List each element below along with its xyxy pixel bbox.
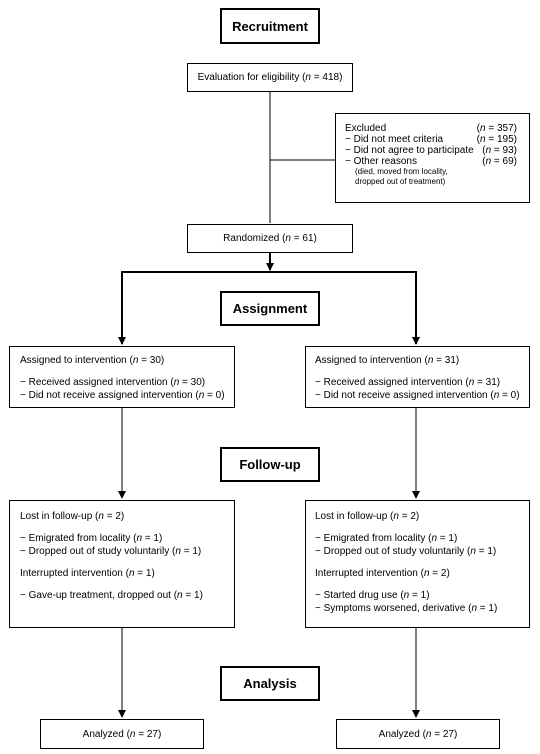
excluded-rows: Excluded(n = 357)− Did not meet criteria… (345, 123, 517, 167)
stage-analysis: Analysis (220, 666, 320, 701)
spacer (20, 523, 234, 532)
assignment-box-left: Assigned to intervention (n = 30) − Recei… (9, 346, 235, 408)
follow-left-line-0: Lost in follow-up (n = 2) (20, 511, 125, 522)
excluded-box: Excluded(n = 357)− Did not meet criteria… (335, 113, 530, 203)
excluded-row: − Other reasons(n = 69) (345, 156, 517, 167)
stage-assignment: Assignment (220, 291, 320, 326)
spacer (315, 367, 529, 376)
followup-box-left: Lost in follow-up (n = 2) − Emigrated fro… (9, 500, 235, 628)
follow-right-line-4: − Started drug use (n = 1) (315, 590, 430, 601)
spacer (20, 580, 234, 589)
analyzed-right-text: Analyzed (n = 27) (378, 728, 458, 740)
assign-left-line-1: − Received assigned intervention (n = 30… (20, 377, 206, 388)
stage-recruitment-label: Recruitment (232, 18, 308, 34)
spacer (315, 523, 529, 532)
spacer (315, 558, 529, 567)
stage-assignment-label: Assignment (232, 301, 308, 316)
spacer (20, 367, 234, 376)
excluded-note-line1: (died, moved from locality, (355, 167, 448, 176)
excluded-row: Excluded(n = 357) (345, 123, 517, 134)
follow-right-line-0: Lost in follow-up (n = 2) (315, 511, 420, 522)
assign-left-line-2: − Did not receive assigned intervention … (20, 390, 225, 401)
eligibility-box: Evaluation for eligibility (n = 418) (187, 63, 353, 92)
analyzed-left-text: Analyzed (n = 27) (82, 728, 162, 740)
follow-right-line-2: − Dropped out of study voluntarily (n = … (315, 546, 497, 557)
spacer (20, 558, 234, 567)
stage-followup: Follow-up (220, 447, 320, 482)
analyzed-box-left: Analyzed (n = 27) (40, 719, 204, 749)
eligibility-text: Evaluation for eligibility (n = 418) (197, 72, 343, 83)
stage-recruitment: Recruitment (220, 8, 320, 44)
follow-left-line-3: Interrupted intervention (n = 1) (20, 568, 155, 579)
follow-left-line-4: − Gave-up treatment, dropped out (n = 1) (20, 590, 203, 601)
follow-right-line-5: − Symptoms worsened, derivative (n = 1) (315, 603, 498, 614)
followup-box-right: Lost in follow-up (n = 2) − Emigrated fro… (305, 500, 530, 628)
assign-right-line-1: − Received assigned intervention (n = 31… (315, 377, 501, 388)
assign-left-line-0: Assigned to intervention (n = 30) (20, 355, 165, 366)
spacer (315, 580, 529, 589)
randomized-box: Randomized (n = 61) (187, 224, 353, 253)
excluded-note-line2: dropped out of treatment) (355, 177, 446, 186)
follow-right-line-1: − Emigrated from locality (n = 1) (315, 533, 458, 544)
follow-left-line-2: − Dropped out of study voluntarily (n = … (20, 546, 202, 557)
assignment-box-right: Assigned to intervention (n = 31) − Recei… (305, 346, 530, 408)
assign-right-line-2: − Did not receive assigned intervention … (315, 390, 520, 401)
follow-right-line-3: Interrupted intervention (n = 2) (315, 568, 450, 579)
randomized-text: Randomized (n = 61) (223, 233, 317, 244)
stage-analysis-label: Analysis (243, 676, 297, 691)
excluded-row: − Did not agree to participate(n = 93) (345, 145, 517, 156)
stage-followup-label: Follow-up (239, 457, 301, 472)
analyzed-box-right: Analyzed (n = 27) (336, 719, 500, 749)
follow-left-line-1: − Emigrated from locality (n = 1) (20, 533, 163, 544)
assign-right-line-0: Assigned to intervention (n = 31) (315, 355, 460, 366)
excluded-row: − Did not meet criteria(n = 195) (345, 134, 517, 145)
